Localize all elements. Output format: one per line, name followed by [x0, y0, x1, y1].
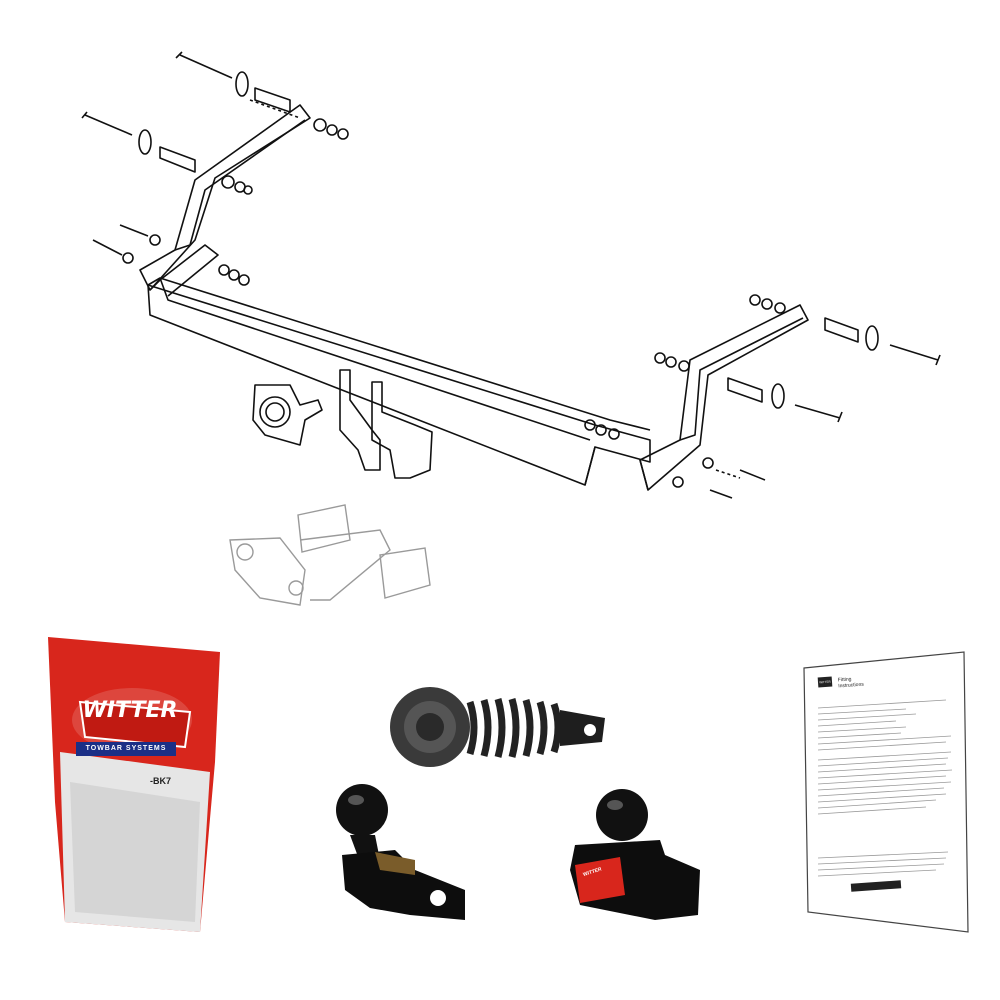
- electrical-socket-cable: [380, 682, 610, 782]
- left-bracket: [139, 104, 311, 291]
- electrical-socket-icon: [390, 687, 605, 767]
- towbar-exploded-diagram: [81, 51, 941, 606]
- bag-kit-code: -BK7: [150, 776, 172, 786]
- towbar-diagram-icon: [81, 51, 941, 606]
- bag-brand-logo: WITTER: [82, 698, 178, 723]
- fitting-kit-bag-icon: [48, 637, 220, 932]
- sheet-brand-mark: WITTER: [817, 676, 833, 688]
- right-bracket: [639, 304, 809, 491]
- adaptor-bracket: [229, 504, 431, 606]
- centre-bracket-left: [339, 369, 381, 471]
- centre-bracket-right: [371, 381, 433, 479]
- cross-beam: [147, 284, 651, 486]
- instructions-sheet-icon: [803, 651, 969, 933]
- fitting-instructions-sheet: WITTER Fitting Instructions: [796, 650, 976, 935]
- fitting-kit-bag: WITTER TOWBAR SYSTEMS -BK7: [40, 632, 225, 937]
- tow-ball: [320, 780, 470, 930]
- socket-plate: [252, 384, 323, 446]
- socket-cover: WITTER: [560, 785, 705, 925]
- tow-ball-icon: [336, 784, 465, 920]
- socket-cover-icon: [570, 789, 700, 920]
- bag-tagline: TOWBAR SYSTEMS: [76, 742, 176, 756]
